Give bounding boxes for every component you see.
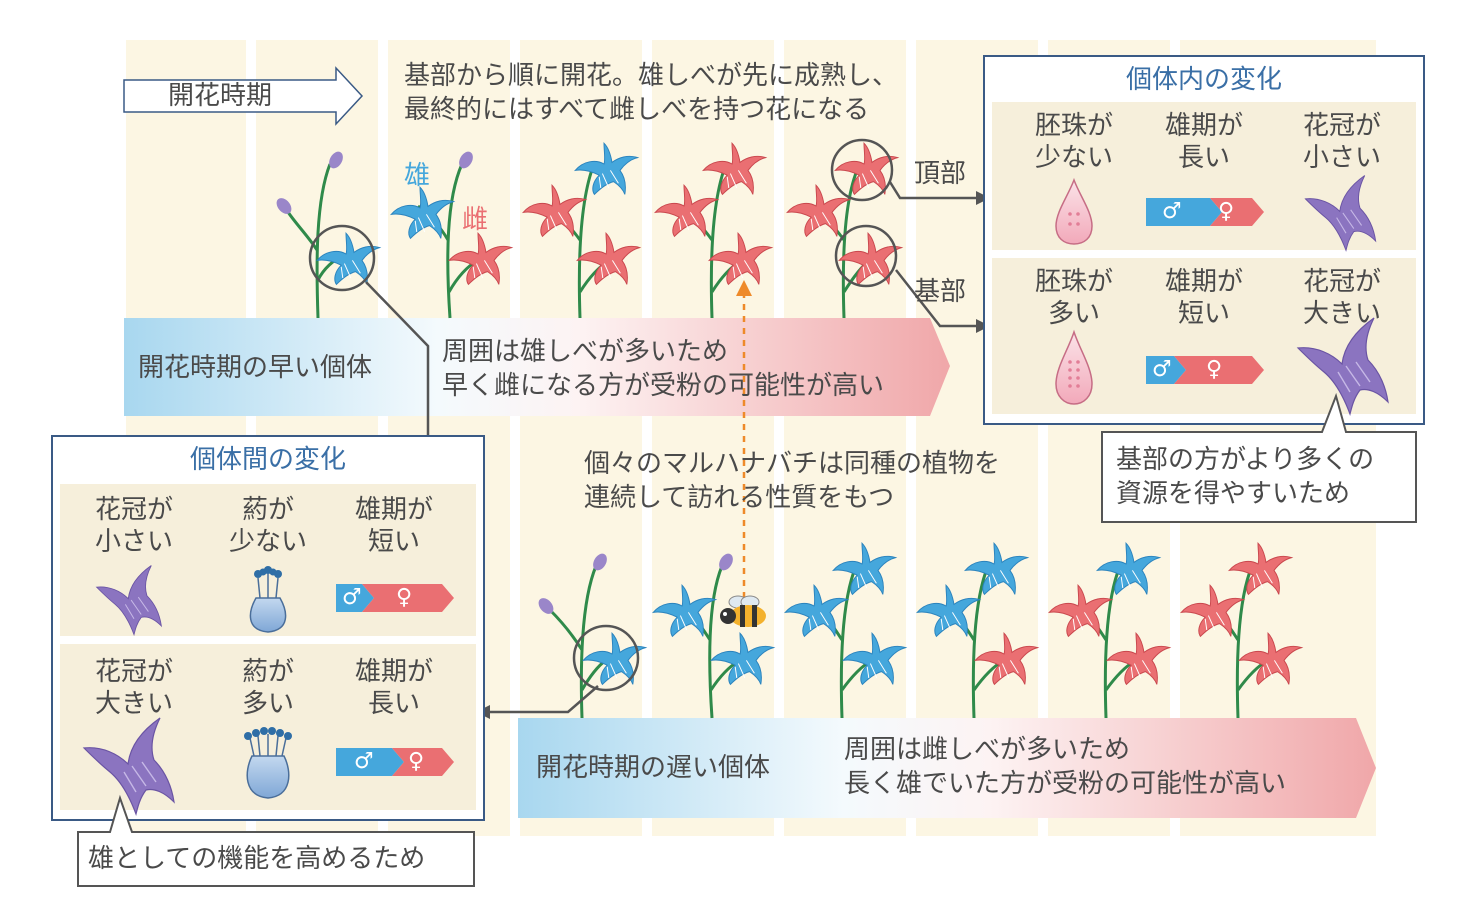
highlight-circle <box>572 624 640 692</box>
male-period-label-1b: 長い <box>1177 143 1230 173</box>
within-reason-callout <box>1101 392 1417 523</box>
male-period-bar <box>336 584 374 612</box>
early-band-desc-2: 早く雌になる方が受粉の可能性が高い <box>442 371 885 401</box>
within-reason-line-2: 資源を得やすいため <box>1116 479 1351 509</box>
highlight-circle <box>834 224 898 288</box>
highlight-circle <box>830 138 894 202</box>
female-period-bar <box>392 748 454 776</box>
within-reason-line-1: 基部の方がより多くの <box>1116 445 1375 475</box>
male-period-bar <box>336 748 404 776</box>
timeline-arrow <box>123 66 364 126</box>
corolla-label-d: 大きい <box>94 689 173 719</box>
within-panel-title: 個体内の変化 <box>1125 65 1282 95</box>
top-note-line-1: 基部から順に開花。雄しべが先に成熟し、 <box>404 61 899 91</box>
male-period-label-2b: 短い <box>1177 299 1230 329</box>
corolla-label-2a: 花冠が <box>1302 267 1381 297</box>
female-symbol: ♀ <box>1206 357 1223 382</box>
early-band-title: 開花時期の早い個体 <box>138 353 373 383</box>
female-period-bar <box>1174 356 1264 384</box>
female-period-bar <box>1210 198 1264 226</box>
bud <box>719 553 733 571</box>
male-symbol: ♂ <box>354 749 374 774</box>
late-band-desc-1: 周囲は雌しべが多いため <box>844 735 1131 765</box>
male-period-bar <box>1146 198 1222 226</box>
ovule-icon <box>1055 329 1093 405</box>
bee-note-line-2: 連続して訪れる性質をもつ <box>584 483 895 513</box>
between-panel <box>51 435 485 821</box>
bee-note-line-1: 個々のマルハナバチは同種の植物を <box>584 449 1001 479</box>
male-symbol: ♂ <box>1162 199 1182 224</box>
male-period-label-d: 長い <box>367 689 420 719</box>
late-band <box>518 718 1376 818</box>
anther-label-d: 多い <box>241 689 294 719</box>
between-reason: 雄としての機能を高めるため <box>88 844 426 874</box>
early-band-desc-1: 周囲は雄しべが多いため <box>442 337 729 367</box>
late-band-title: 開花時期の遅い個体 <box>536 753 771 783</box>
corolla-label-1a: 花冠が <box>1302 111 1381 141</box>
corolla-label-c: 花冠が <box>94 657 173 687</box>
bud <box>459 151 473 169</box>
male-period-label-c: 雄期が <box>354 657 433 687</box>
upper-plants <box>276 138 903 319</box>
between-reason-callout <box>77 794 475 887</box>
male-flower-label: 雄 <box>404 161 431 191</box>
ovule-label-2b: 多い <box>1047 299 1100 329</box>
male-period-label-a: 雄期が <box>354 495 433 525</box>
connector-arrows <box>365 181 978 714</box>
ovule-label-1b: 少ない <box>1034 143 1113 173</box>
male-period-label-1a: 雄期が <box>1164 111 1243 141</box>
female-symbol: ♀ <box>408 749 425 774</box>
anther-label-c: 葯が <box>241 657 294 687</box>
corolla-label-2b: 大きい <box>1302 299 1381 329</box>
male-symbol: ♂ <box>1152 357 1172 382</box>
ovule-icon <box>1055 177 1093 245</box>
corolla-label-b: 小さい <box>94 527 173 557</box>
bumblebee-icon <box>720 595 766 627</box>
top-position-label: 頂部 <box>914 159 967 189</box>
female-flower-label: 雌 <box>462 205 489 235</box>
bud <box>538 598 554 614</box>
bud <box>593 553 607 571</box>
within-panel <box>983 55 1425 425</box>
lower-plants <box>538 542 1303 719</box>
ovule-label-2a: 胚珠が <box>1034 267 1113 297</box>
base-position-label: 基部 <box>914 277 967 307</box>
timeline-label: 開花時期 <box>168 81 273 111</box>
corolla-label-a: 花冠が <box>94 495 173 525</box>
male-period-label-2a: 雄期が <box>1164 267 1243 297</box>
highlight-circle <box>308 224 376 292</box>
female-symbol: ♀ <box>396 585 413 610</box>
bud <box>329 151 343 169</box>
top-note-line-2: 最終的にはすべて雌しべを持つ花になる <box>404 95 870 125</box>
anther-label-b: 少ない <box>228 527 307 557</box>
late-band-desc-2: 長く雄でいた方が受粉の可能性が高い <box>844 769 1287 799</box>
anther-label-a: 葯が <box>241 495 294 525</box>
between-panel-title: 個体間の変化 <box>189 445 346 475</box>
male-period-bar <box>1146 356 1186 384</box>
anther-icon <box>244 727 292 799</box>
female-period-bar <box>362 584 454 612</box>
bud <box>276 198 292 214</box>
anther-icon <box>249 566 287 633</box>
male-period-label-b: 短い <box>367 527 420 557</box>
corolla-label-1b: 小さい <box>1302 143 1381 173</box>
male-symbol: ♂ <box>342 585 362 610</box>
ovule-label-1a: 胚珠が <box>1034 111 1113 141</box>
female-symbol: ♀ <box>1218 199 1235 224</box>
bee-path-arrowhead <box>736 280 752 296</box>
